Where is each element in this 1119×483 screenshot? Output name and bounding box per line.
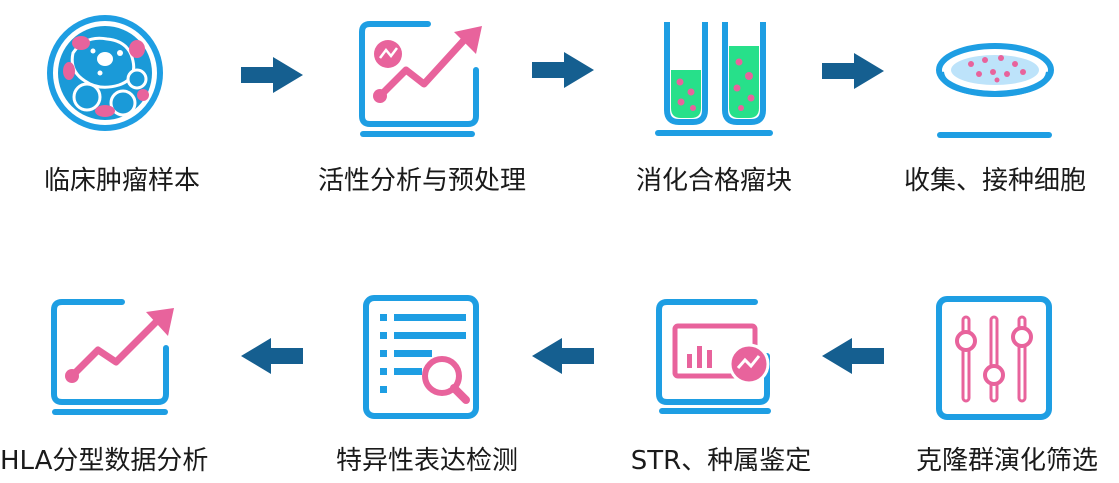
arrow-right-icon (241, 57, 303, 93)
step-label: 特异性表达检测 (335, 446, 518, 476)
arrow-left-icon (532, 338, 594, 374)
arrow-right-icon (822, 53, 884, 89)
step-label: HLA分型数据分析 (0, 446, 209, 476)
test-tubes-icon (655, 18, 775, 138)
arrow-right-icon (532, 52, 594, 88)
trend-monitor-icon (358, 20, 488, 140)
arrow-left-icon (822, 338, 884, 374)
sliders-icon (935, 295, 1053, 421)
step-label: 收集、接种细胞 (903, 166, 1086, 196)
step-label: STR、种属鉴定 (630, 446, 812, 476)
arrow-left-icon (241, 338, 303, 374)
petri-dish-icon (935, 36, 1060, 146)
step-label: 临床肿瘤样本 (43, 166, 200, 196)
tumor-cell-icon (45, 13, 165, 133)
step-label: 消化合格瘤块 (635, 166, 792, 196)
growth-chart-icon (50, 298, 185, 418)
analytics-monitor-icon (655, 298, 780, 416)
report-search-icon (362, 294, 482, 422)
step-label: 克隆群演化筛选 (915, 446, 1098, 476)
step-label: 活性分析与预处理 (317, 166, 526, 196)
